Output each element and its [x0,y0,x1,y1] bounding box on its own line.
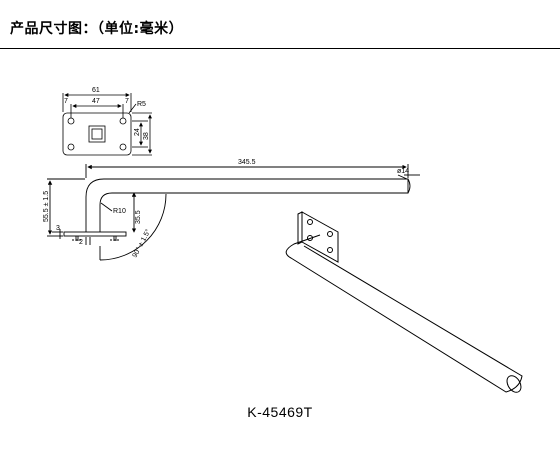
dim-hole-spacing: 47 [92,98,100,105]
plate-outline [62,112,132,156]
bar-outline [85,178,409,232]
center-socket [88,125,106,143]
dim-base-thickness: 2 [79,239,83,246]
plate-top-view [62,93,152,156]
dim-base-offset: 3 [56,225,60,232]
screw-hole-bottom-left [67,143,75,151]
screw-hole-bottom-right [119,143,127,151]
dim-length: 345.5 [238,159,256,166]
base-plate [63,231,127,237]
dim-height-inner: 24 [134,128,141,136]
screw-hole-top-left [67,117,75,125]
model-number: K-45469T [247,404,313,420]
dim-corner-radius: R5 [137,101,146,108]
dim-edge-right: 7 [125,98,129,105]
towel-bar [285,234,523,393]
dim-edge-left: 7 [64,98,68,105]
dim-diameter: ø14 [397,168,409,175]
header-divider [0,48,560,49]
dim-height-total: 38 [143,132,150,140]
dim-bend-radius: R10 [113,208,126,215]
dim-height: 55.5 ± 1.5 [43,191,50,222]
perspective-view [285,211,523,393]
dim-width-total: 61 [92,87,100,94]
dim-drop: 35.5 [135,210,142,224]
side-view [47,164,420,261]
dim-angle: 90° ± 1.5° [131,228,153,259]
screw-hole-top-right [119,117,127,125]
page-title: 产品尺寸图：（单位:毫米） [10,21,184,37]
